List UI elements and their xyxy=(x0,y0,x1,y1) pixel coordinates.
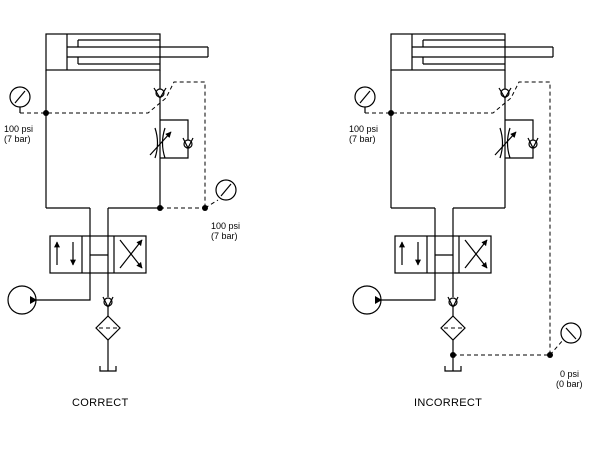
pilot-check-valve xyxy=(153,87,167,100)
flow-control-valve xyxy=(149,119,194,159)
pump xyxy=(352,285,382,315)
pilot-line xyxy=(20,81,206,208)
filter xyxy=(95,315,121,341)
pump xyxy=(7,285,37,315)
directional-valve xyxy=(394,235,492,274)
gauge-drain-label-line2: (0 bar) xyxy=(556,379,583,389)
incorrect-circuit: 100 psi (7 bar) 0 psi (0 bar) xyxy=(349,33,583,409)
pilot-check-valve xyxy=(498,87,512,100)
junction-dot xyxy=(547,352,553,358)
junction-dot xyxy=(43,110,49,116)
pressure-gauge-top xyxy=(354,86,376,113)
gauge-top-label-line2: (7 bar) xyxy=(4,134,31,144)
cylinder xyxy=(45,33,209,71)
pressure-line xyxy=(381,273,436,301)
gauge-top-label-line1: 100 psi xyxy=(349,124,378,134)
circuit-caption: CORRECT xyxy=(72,397,129,409)
tank xyxy=(99,366,117,372)
cylinder xyxy=(390,33,554,71)
junction-dot xyxy=(157,205,163,211)
gauge-side-label-line1: 100 psi xyxy=(211,221,240,231)
junction-dot xyxy=(202,205,208,211)
tank xyxy=(444,366,462,372)
directional-valve xyxy=(49,235,147,274)
gauge-side-label-line2: (7 bar) xyxy=(211,231,238,241)
correct-circuit: 100 psi (7 bar) 100 psi (7 bar) xyxy=(4,33,240,409)
pressure-gauge-top xyxy=(9,86,31,113)
gauge-top-label-line1: 100 psi xyxy=(4,124,33,134)
circuit-caption: INCORRECT xyxy=(414,397,482,409)
pilot-line xyxy=(365,81,551,355)
pressure-gauge-drain xyxy=(560,322,582,344)
filter xyxy=(440,315,466,341)
gauge-branch xyxy=(549,339,564,356)
pressure-line xyxy=(36,273,91,301)
return-check-valve xyxy=(102,296,114,309)
gauge-drain-label-line1: 0 psi xyxy=(560,369,579,379)
gauge-top-label-line2: (7 bar) xyxy=(349,134,376,144)
return-check-valve xyxy=(447,296,459,309)
pressure-gauge-side xyxy=(215,179,237,201)
flow-control-valve xyxy=(494,119,539,159)
junction-dot xyxy=(388,110,394,116)
